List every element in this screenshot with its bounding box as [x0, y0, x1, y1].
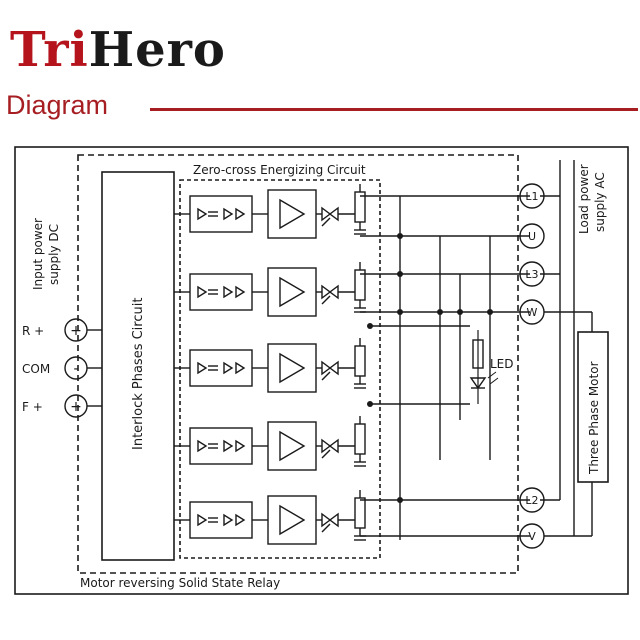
- input-name: R +: [22, 324, 44, 338]
- junction-dot: [367, 401, 373, 407]
- relay-modules: [174, 184, 366, 545]
- junction-dot: [457, 309, 463, 315]
- relay-module-1: [174, 184, 366, 239]
- zero-cross-label: Zero-cross Energizing Circuit: [193, 163, 366, 177]
- trihero-logo: TriHero: [10, 22, 226, 78]
- section-divider: [150, 108, 638, 111]
- input-terminal-3: + F +: [22, 394, 102, 418]
- outer-frame: [14, 146, 629, 595]
- dc-inputs: + R + - COM + F +: [22, 318, 102, 418]
- junction-dot: [397, 309, 403, 315]
- input-terminal-2: - COM: [22, 356, 102, 380]
- input-symbol: +: [70, 399, 82, 415]
- junction-dot: [487, 309, 493, 315]
- terminal-label: L1: [525, 190, 538, 203]
- input-name: F +: [22, 400, 43, 414]
- input-symbol: +: [70, 323, 82, 339]
- terminal-v: V: [519, 523, 545, 549]
- input-symbol: -: [73, 361, 78, 377]
- motor-block: [577, 331, 609, 483]
- load-label-line-2: supply AC: [593, 172, 607, 232]
- junction-dot: [367, 323, 373, 329]
- terminal-label: V: [528, 530, 536, 543]
- junction-dot: [397, 271, 403, 277]
- motor-label: Three Phase Motor: [587, 361, 601, 475]
- logo-part-tri: Tri: [10, 22, 89, 78]
- terminal-l1: L1: [519, 183, 545, 209]
- terminal-label: U: [528, 230, 536, 243]
- led-indicator: [469, 330, 499, 404]
- logo-part-hero: Hero: [88, 22, 226, 78]
- terminal-w: W: [519, 299, 545, 325]
- terminal-label: W: [527, 306, 538, 319]
- zero-cross-region: [179, 179, 381, 559]
- relay-module-3: [174, 338, 366, 393]
- terminal-l2: L2: [519, 487, 545, 513]
- ac-terminals: L1U L3W L2V: [519, 183, 545, 549]
- relay-module-4: [174, 416, 366, 471]
- terminal-l3: L3: [519, 261, 545, 287]
- load-label-line-1: Load power: [577, 164, 591, 234]
- terminal-label: L2: [525, 494, 538, 507]
- terminal-label: L3: [525, 268, 538, 281]
- led-label: LED: [490, 357, 514, 371]
- input-terminal-1: + R +: [22, 318, 102, 342]
- interlock-label: Interlock Phases Circuit: [131, 298, 146, 450]
- relay-module-5: [174, 490, 366, 545]
- section-title: Diagram: [6, 90, 109, 120]
- bus-lines: [360, 160, 593, 540]
- input-label-line-2: supply DC: [47, 224, 61, 285]
- relay-boundary: [77, 154, 519, 574]
- junction-dot: [397, 233, 403, 239]
- interlock-block: [101, 171, 175, 561]
- input-name: COM: [22, 362, 50, 376]
- junction-dot: [437, 309, 443, 315]
- input-label-line-1: Input power: [31, 218, 45, 290]
- footer-label: Motor reversing Solid State Relay: [80, 576, 280, 590]
- terminal-u: U: [519, 223, 545, 249]
- relay-module-2: [174, 262, 366, 317]
- junction-dot: [397, 497, 403, 503]
